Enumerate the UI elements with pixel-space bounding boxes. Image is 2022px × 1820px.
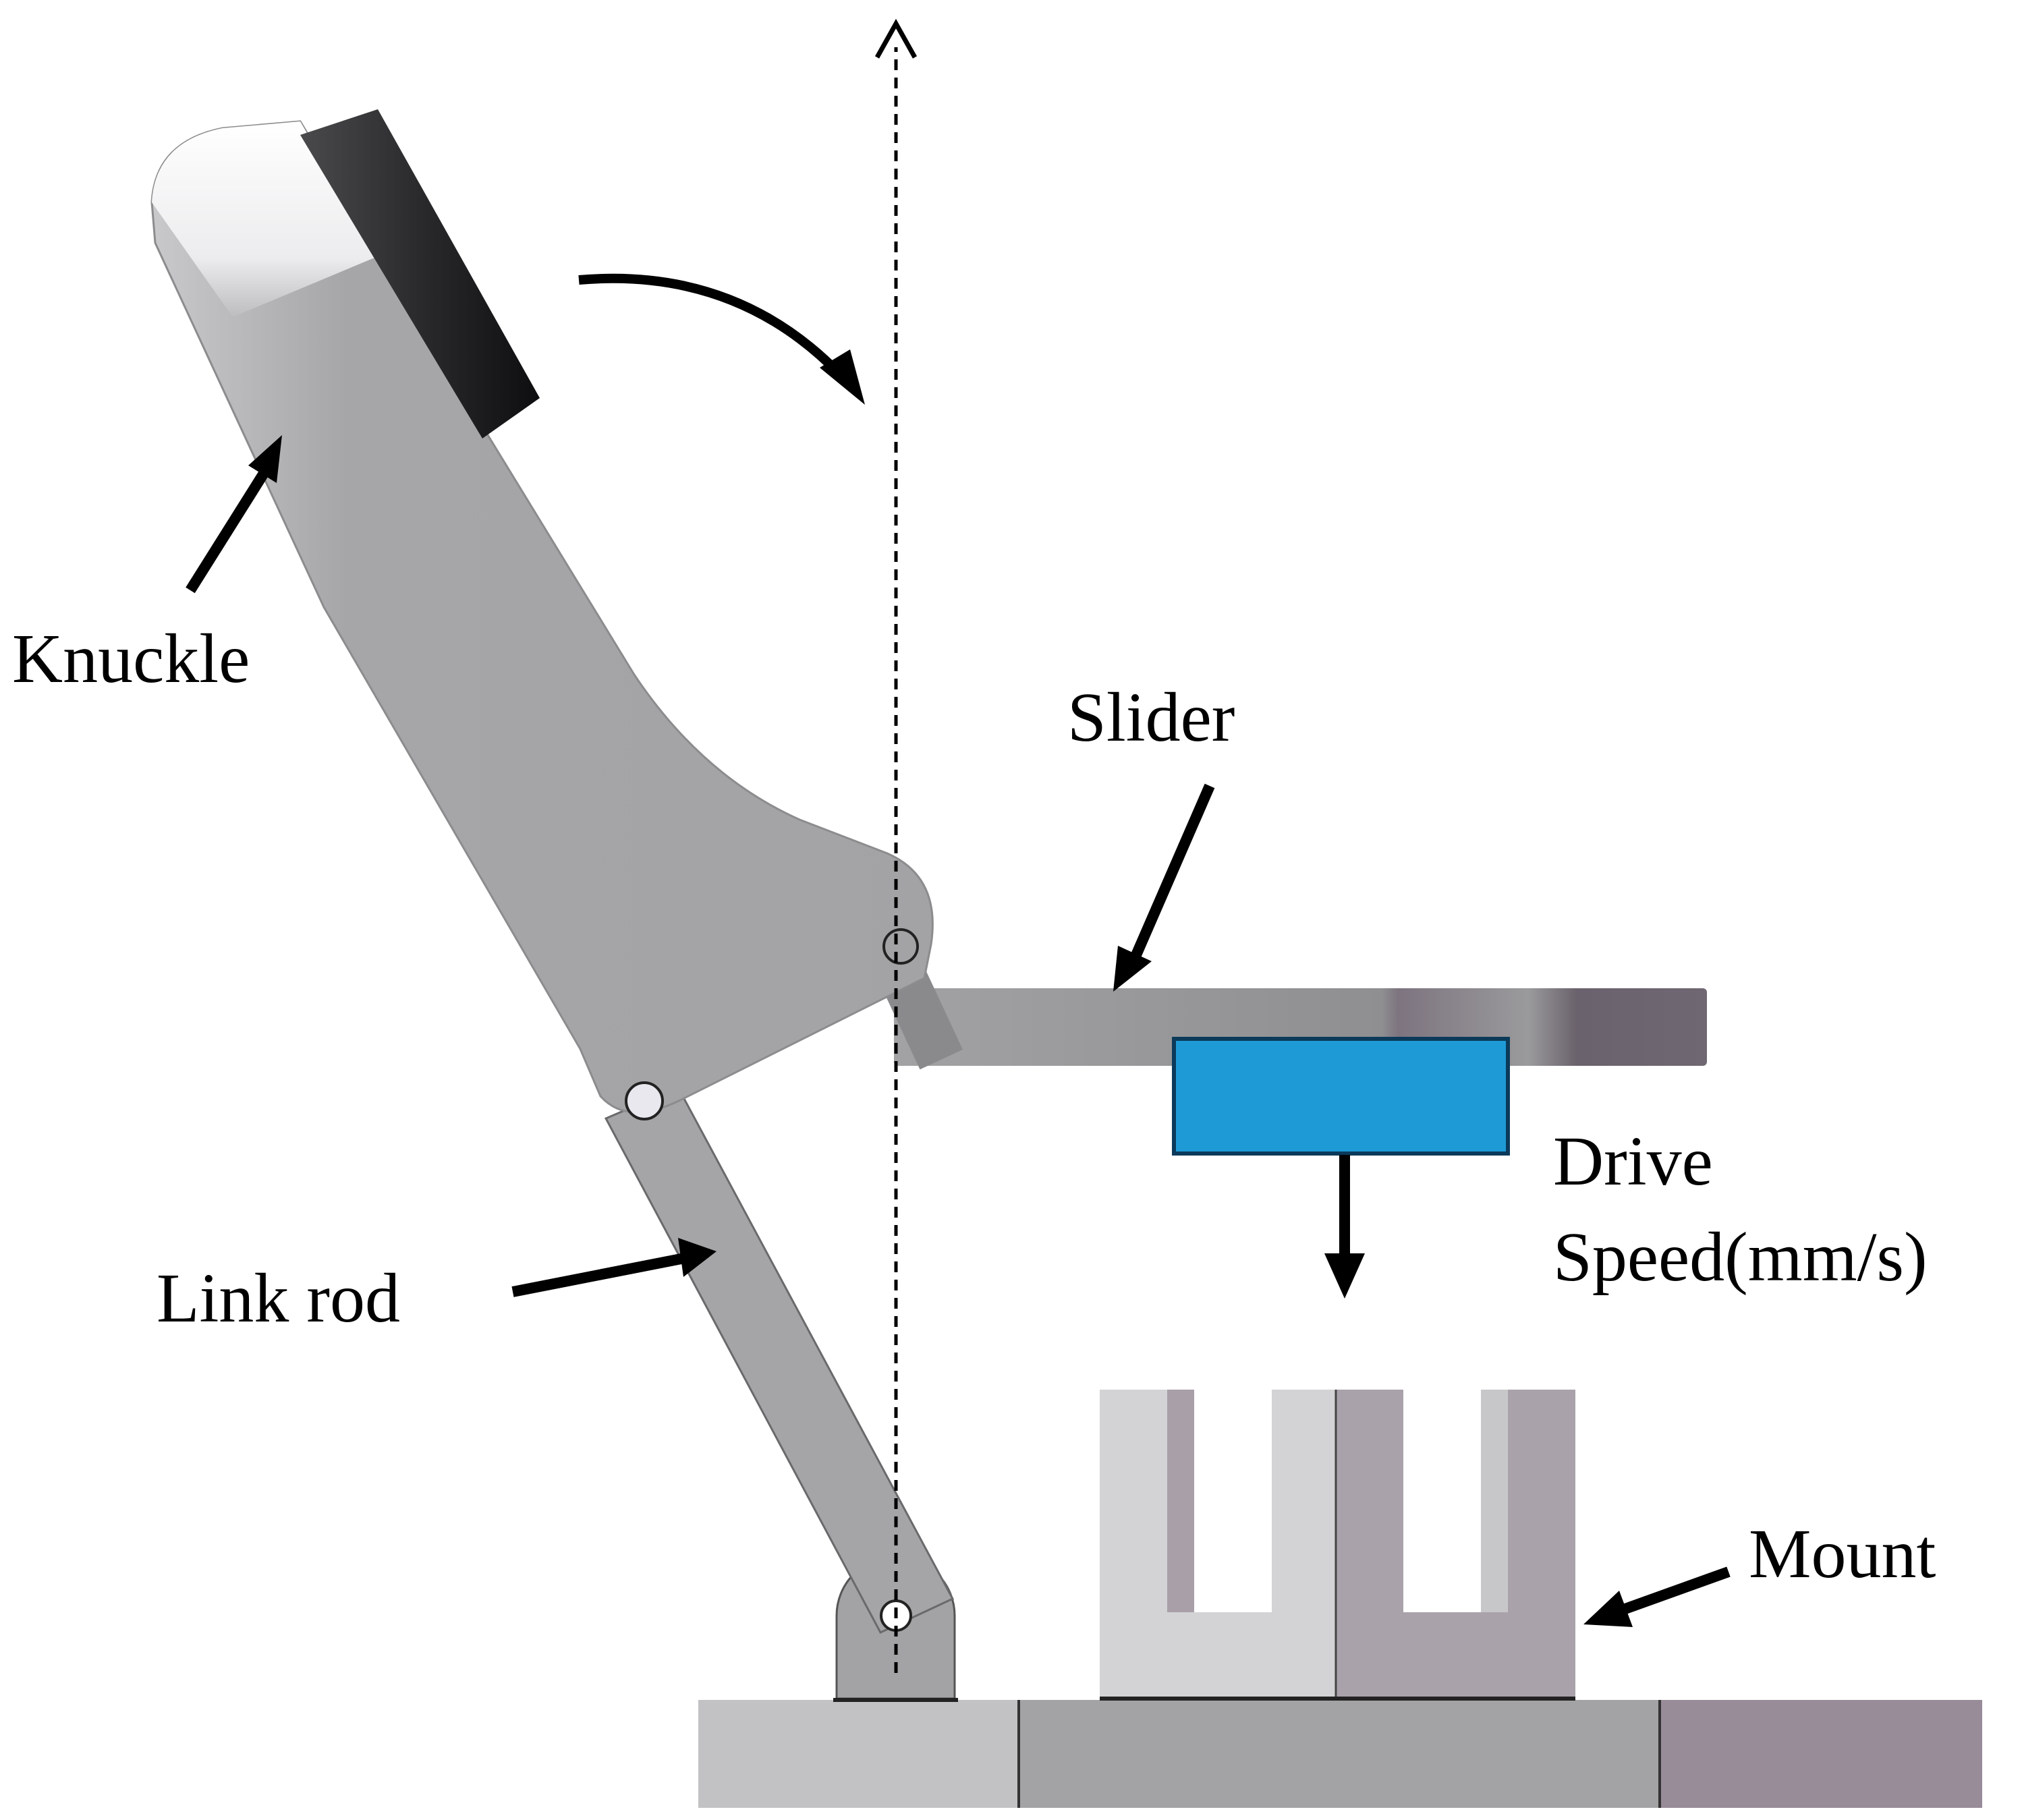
drive-speed-label-line1: Drive — [1553, 1122, 1713, 1200]
base-right-segment — [1660, 1700, 1982, 1808]
rotation-arrowhead — [820, 349, 865, 405]
base-left-segment — [698, 1700, 1019, 1808]
rotation-arc — [578, 273, 844, 378]
knuckle-linkrod-pivot — [625, 1081, 664, 1120]
down-arrow-icon — [1324, 1155, 1365, 1299]
knuckle-pad — [300, 109, 540, 438]
mount-label: Mount — [1749, 1515, 1936, 1593]
slider-label: Slider — [1067, 679, 1235, 756]
base-middle-segment — [1019, 1700, 1660, 1808]
knuckle-top-highlight — [152, 121, 378, 317]
drive-arrow-head — [1324, 1253, 1365, 1299]
mount-left-slot-wall — [1167, 1390, 1194, 1612]
knuckle-slider-pivot — [882, 928, 919, 965]
mount-pointer-arrow-icon — [1583, 1566, 1731, 1627]
drive-block — [1172, 1037, 1510, 1156]
knuckle — [150, 109, 934, 1114]
link-rod-label: Link rod — [157, 1259, 401, 1337]
linkrod-pointer-arrow-icon — [511, 1238, 717, 1297]
drive-speed-label-line2: Speed(mm/s) — [1553, 1218, 1928, 1296]
link-rod — [604, 1086, 955, 1634]
dashed-vertical-arrow-icon — [874, 18, 918, 1673]
mount-right-slot-wall — [1481, 1390, 1508, 1612]
slider-pointer-arrow-icon — [1113, 783, 1215, 992]
knuckle-pointer-arrow-icon — [186, 435, 282, 594]
base-plate — [698, 1700, 1982, 1808]
mount — [1100, 1390, 1575, 1701]
knuckle-label: Knuckle — [12, 620, 250, 698]
reference-axis-arrowhead — [874, 18, 918, 59]
curved-arrow-icon — [578, 273, 865, 405]
